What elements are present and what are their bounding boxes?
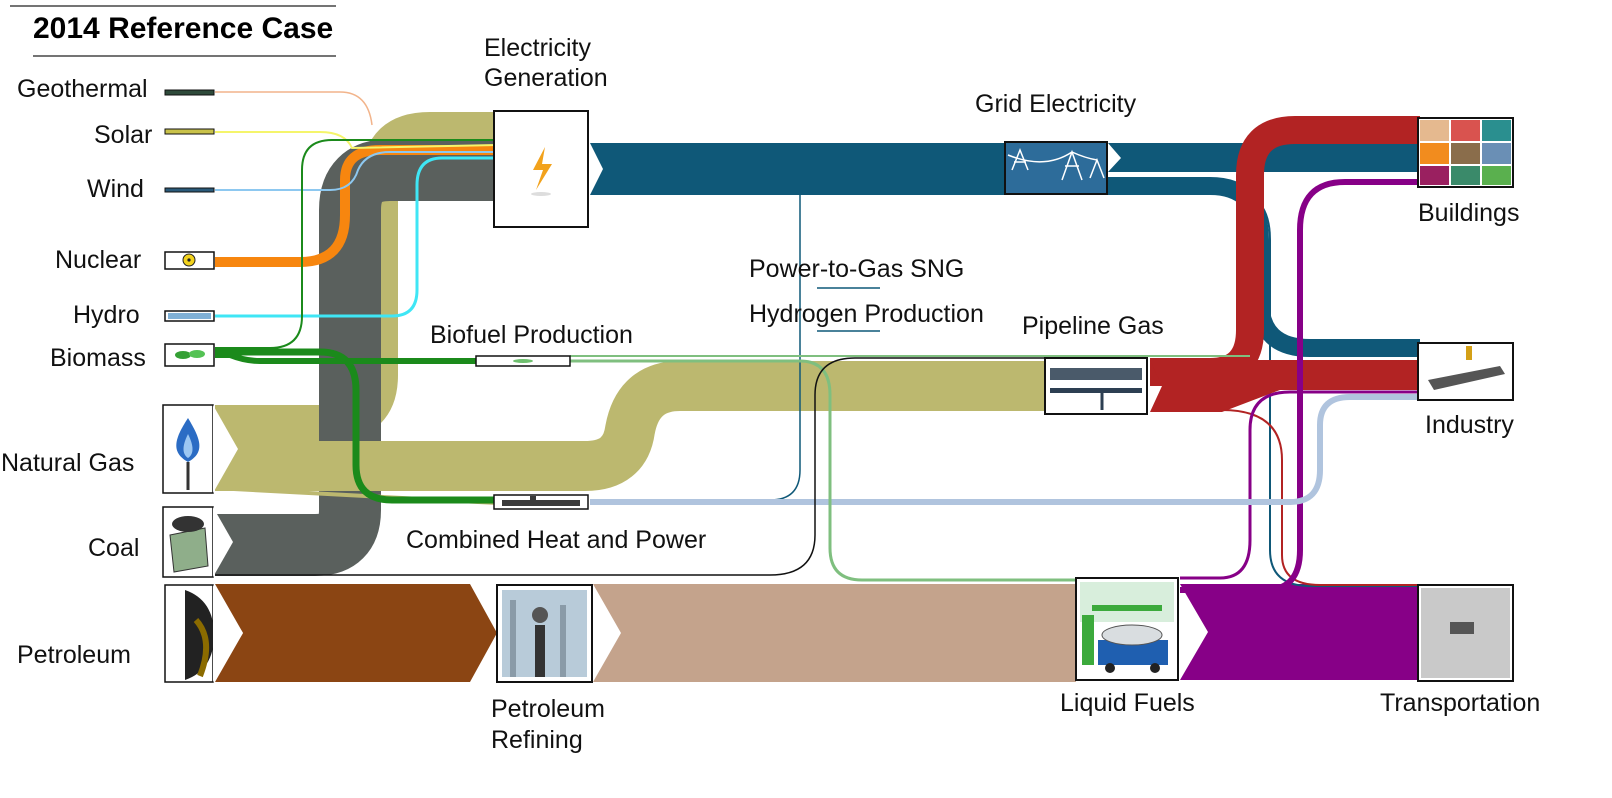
- source-geothermal-label: Geothermal: [17, 75, 148, 103]
- flow-solar-to-electricity: [215, 131, 498, 150]
- source-hydro-label: Hydro: [73, 301, 140, 329]
- sink-industry-label: Industry: [1425, 411, 1514, 439]
- flow-chp-to-industry: [590, 394, 1420, 505]
- flow-petroleum-to-refining: [215, 584, 497, 682]
- electricity-generation-label-line2: Generation: [484, 64, 608, 92]
- dam-icon: [164, 310, 215, 322]
- pipeline-icon: [1044, 357, 1148, 415]
- petroleum-refining-label-line2: Refining: [491, 726, 583, 754]
- gas-station-icon: [1075, 577, 1179, 681]
- node-labels: Electricity Generation Grid Electricity …: [406, 34, 1195, 754]
- building-grid-icon: [1417, 117, 1514, 188]
- source-petroleum-label: Petroleum: [17, 641, 131, 669]
- bar-icon: [164, 89, 215, 96]
- leaf-icon: [475, 355, 571, 367]
- flow-natgas-to-pipeline: [215, 361, 1046, 491]
- hydrogen-production-label: Hydrogen Production: [749, 300, 984, 328]
- refinery-icon: [496, 584, 593, 683]
- flow-biomass-to-electricity: [215, 139, 497, 349]
- source-labels: Geothermal Solar Wind Nuclear Hydro Biom…: [1, 75, 152, 669]
- flow-pipeline-to-industry: [1150, 360, 1420, 412]
- source-icons: [162, 89, 215, 683]
- flows: [214, 91, 1420, 682]
- gas-flame-icon: [162, 404, 214, 494]
- sink-transportation-label: Transportation: [1380, 689, 1540, 717]
- flow-geothermal-to-electricity: [215, 91, 373, 126]
- source-solar-label: Solar: [94, 121, 152, 149]
- oil-barrel-icon: [164, 584, 214, 683]
- flow-electricity-to-grid: [590, 143, 1006, 195]
- sink-icons: [1417, 117, 1514, 682]
- traffic-icon: [1417, 584, 1514, 682]
- biofuel-production-label: Biofuel Production: [430, 321, 633, 349]
- coal-cart-icon: [162, 506, 214, 578]
- source-coal-label: Coal: [88, 534, 139, 562]
- leaf-icon: [164, 343, 215, 367]
- power-plant-icon: [493, 494, 589, 510]
- source-wind-label: Wind: [87, 175, 144, 203]
- steel-beam-icon: [1417, 342, 1514, 401]
- source-nuclear-label: Nuclear: [55, 246, 141, 274]
- title-block: 2014 Reference Case: [10, 5, 336, 57]
- liquid-fuels-label: Liquid Fuels: [1060, 689, 1195, 717]
- lightning-icon: [493, 110, 589, 228]
- source-biomass-label: Biomass: [50, 344, 146, 372]
- flow-nuclear-to-electricity: [215, 145, 497, 267]
- node-icons: [475, 110, 1179, 683]
- radiation-icon: [164, 251, 215, 270]
- bar-icon: [164, 187, 215, 193]
- bar-icon: [164, 128, 215, 135]
- flow-liquid-fuels-to-buildings: [1180, 179, 1420, 593]
- source-natural-gas-label: Natural Gas: [1, 449, 134, 477]
- flow-coal-to-pipeline-line: [215, 357, 1046, 576]
- petroleum-refining-label-line1: Petroleum: [491, 695, 605, 723]
- flow-liquid-fuels-to-industry: [1180, 390, 1420, 580]
- power-lines-icon: [1004, 141, 1108, 195]
- source-chevrons: [213, 405, 243, 682]
- flow-biofuel-to-liquid-fuels: [570, 359, 1076, 582]
- electricity-generation-label-line1: Electricity: [484, 34, 591, 62]
- sink-labels: Buildings Industry Transportation: [1380, 199, 1540, 717]
- flow-biomass-to-chp: [215, 348, 497, 504]
- power-to-gas-label: Power-to-Gas SNG: [749, 255, 964, 283]
- flow-liquid-fuels-to-transportation: [1180, 584, 1420, 680]
- chp-label: Combined Heat and Power: [406, 526, 706, 554]
- sink-buildings-label: Buildings: [1418, 199, 1519, 227]
- page-title: 2014 Reference Case: [33, 12, 333, 45]
- pipeline-gas-label: Pipeline Gas: [1022, 312, 1164, 340]
- flow-hydro-to-electricity: [215, 156, 497, 318]
- grid-electricity-label: Grid Electricity: [975, 90, 1137, 118]
- flow-refining-to-liquid-fuels: [593, 584, 1076, 682]
- flow-wind-to-electricity: [215, 151, 497, 191]
